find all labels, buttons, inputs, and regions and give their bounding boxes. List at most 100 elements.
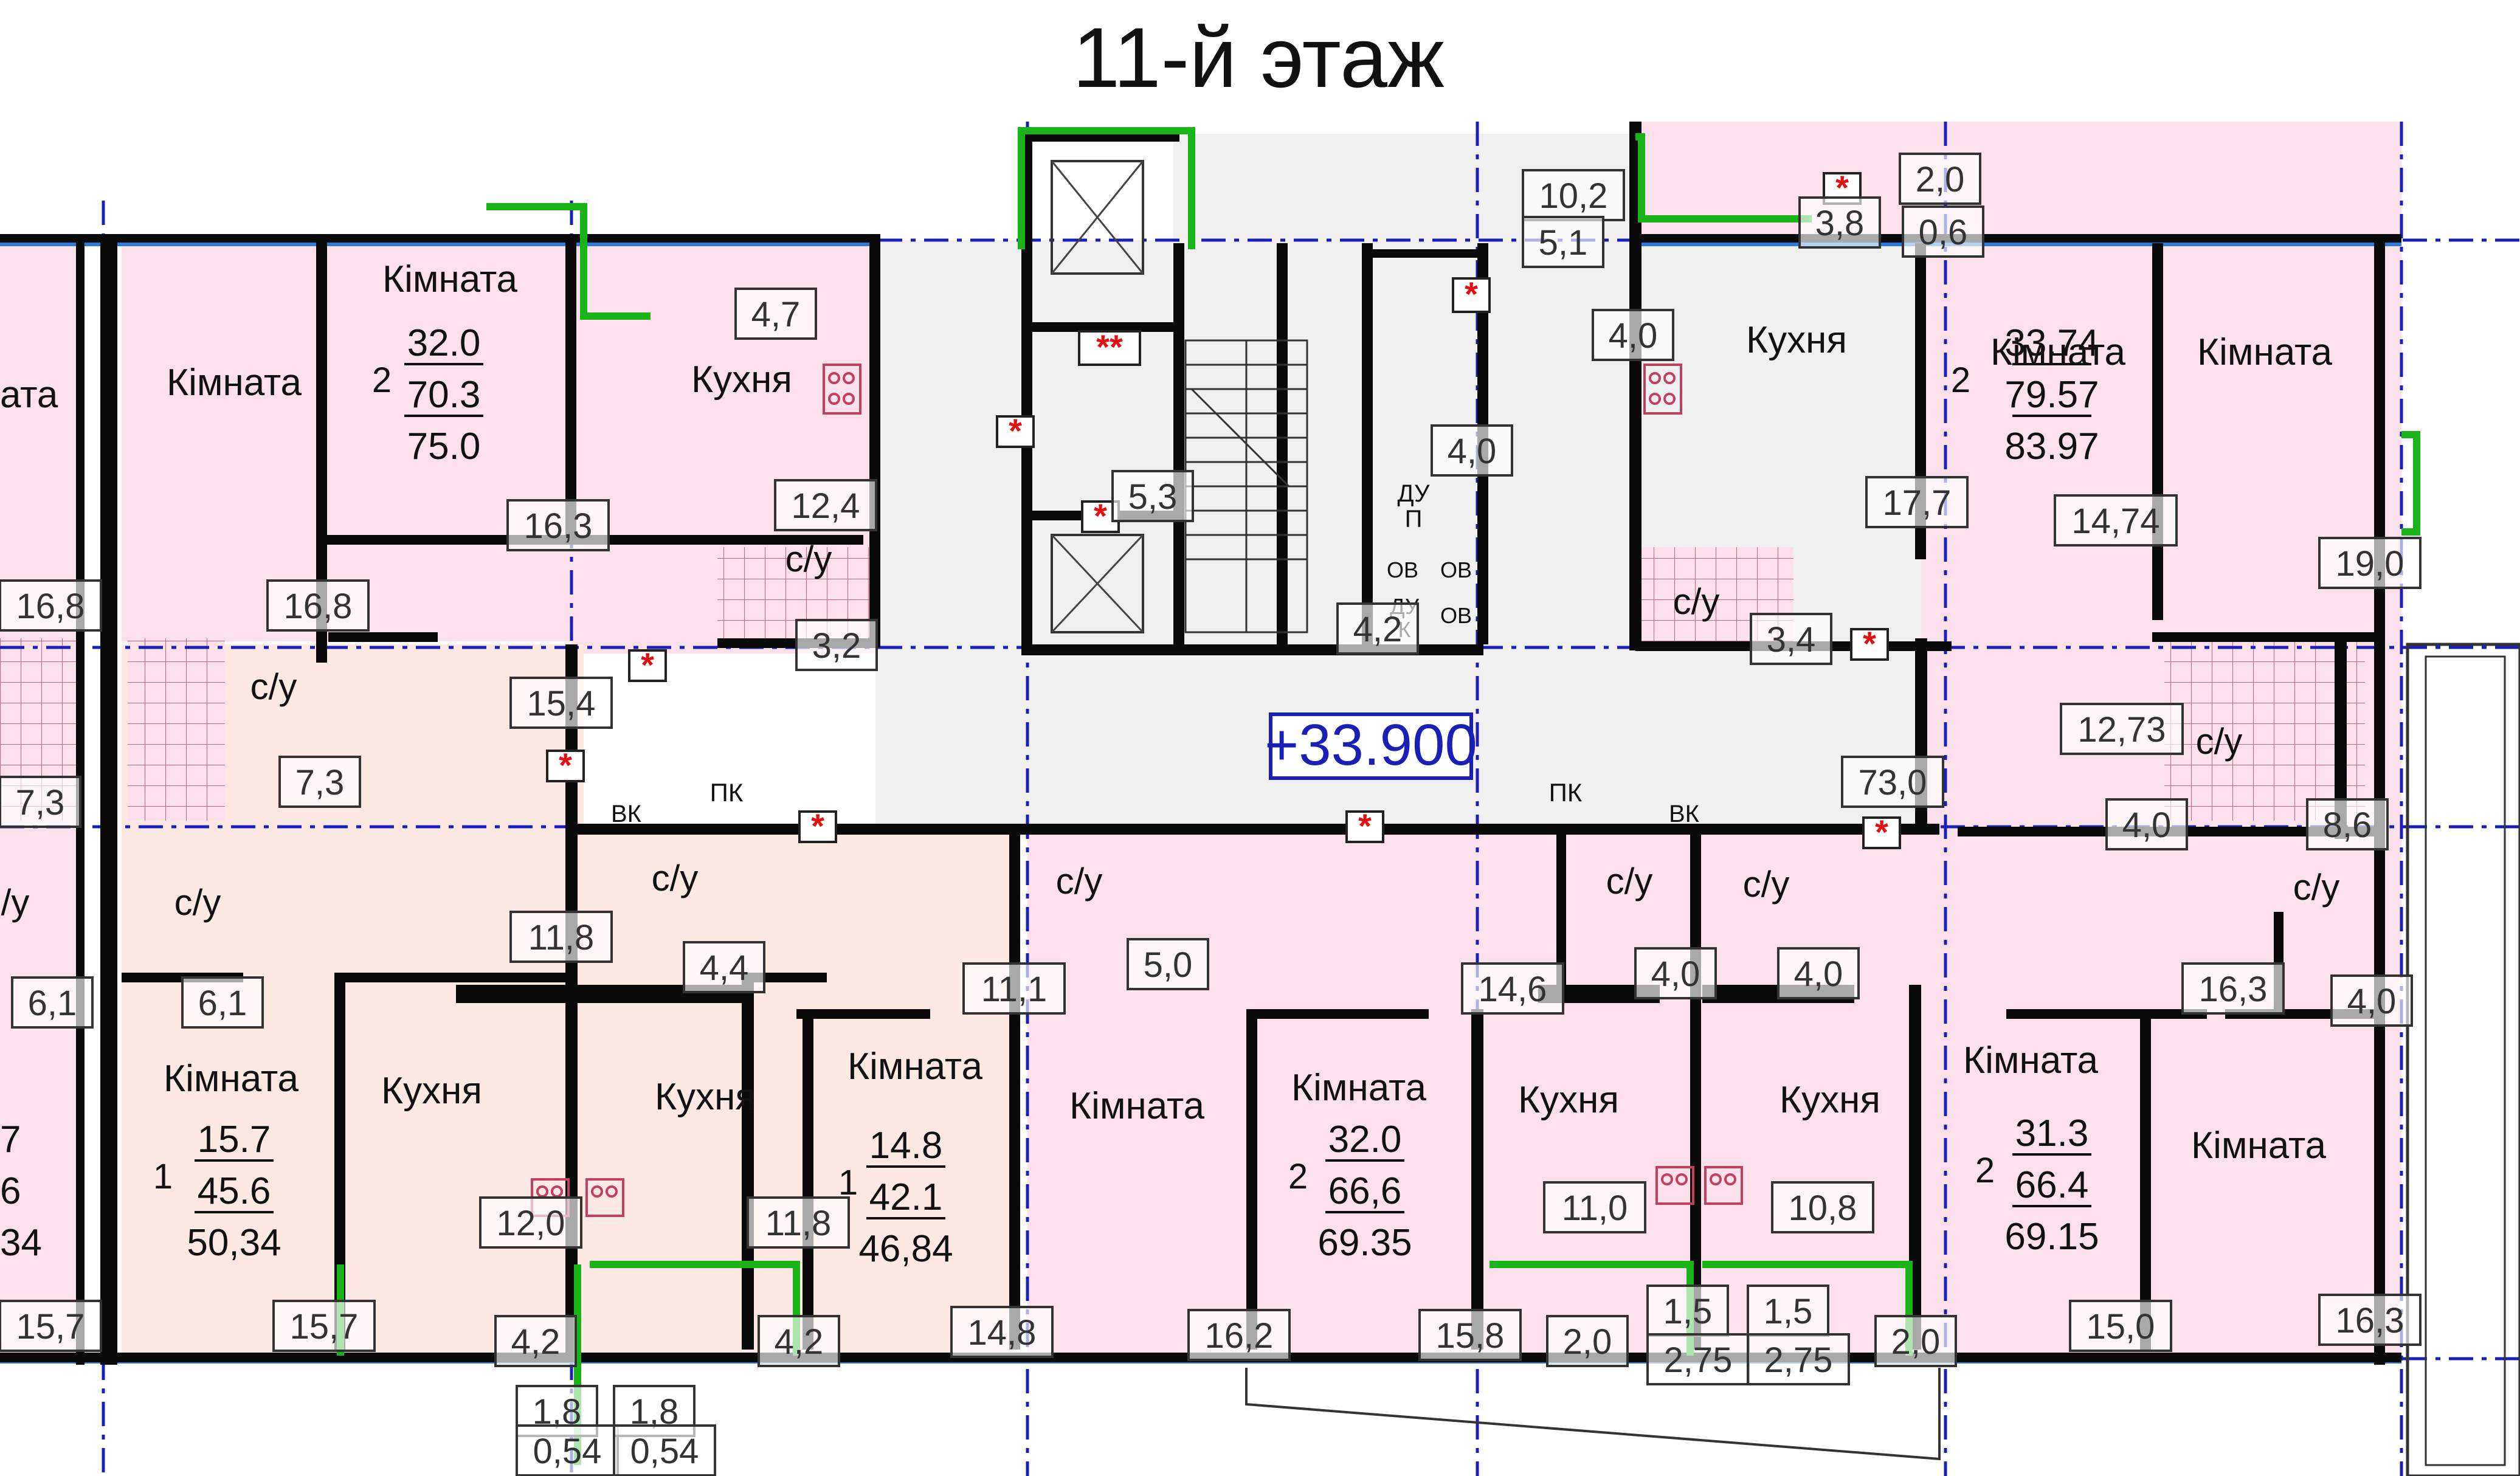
room-label: Кімната <box>2191 1125 2327 1167</box>
pk-label: ПК <box>710 778 744 807</box>
room-label: Кімната <box>167 362 302 404</box>
area-tag: 3,4 <box>1750 613 1832 665</box>
svg-text:*: * <box>1465 275 1478 313</box>
apartment-total-area: 79.57 <box>2004 374 2099 416</box>
area-tag: 3,8 <box>1798 196 1881 249</box>
area-tag: 2,75 <box>1747 1333 1850 1385</box>
area-tag: 5,1 <box>1522 216 1604 268</box>
apartment-room-count: 1 <box>153 1157 173 1196</box>
area-tag-value: 12,4 <box>792 486 860 526</box>
area-tag-value: 11,0 <box>1562 1188 1628 1228</box>
area-tag: 12,73 <box>2060 703 2184 755</box>
apartment-living-area: 32.0 <box>407 322 481 364</box>
area-tag-value: 4,0 <box>1609 316 1658 356</box>
area-tag-value: 16,8 <box>284 587 353 626</box>
wc-label: с/у <box>174 882 221 923</box>
room-label: Кімната <box>2197 331 2333 373</box>
area-tag: 10,2 <box>1522 169 1625 221</box>
room-label-left-edge: ата <box>0 374 58 416</box>
area-tag: 4,4 <box>683 941 765 993</box>
area-tag: 4,2 <box>494 1315 577 1367</box>
kitchen-label: Кухня <box>655 1076 756 1118</box>
area-tag-value: 15,7 <box>16 1307 85 1347</box>
area-tag: 4,2 <box>758 1315 840 1367</box>
apartment-total-area: 66.4 <box>2015 1164 2089 1206</box>
area-tag: 15,4 <box>509 677 613 729</box>
area-tag: 4,7 <box>734 288 817 340</box>
area-tag-value: 14,74 <box>2071 502 2159 541</box>
stairs <box>1184 339 1308 633</box>
area-tag-value: 16,2 <box>1205 1316 1274 1356</box>
area-tag: 12,4 <box>774 479 877 531</box>
svg-text:**: ** <box>1096 328 1123 366</box>
area-tag-value: 4,2 <box>511 1322 561 1362</box>
area-tag-value: 14,8 <box>968 1313 1037 1353</box>
area-tag-value: 2,0 <box>1891 1322 1941 1362</box>
area-tag: 8,6 <box>2306 798 2389 850</box>
area-tag: 11,1 <box>962 962 1066 1015</box>
ov-label: ОВ <box>1440 557 1472 582</box>
wc-label: с/у <box>2293 867 2340 908</box>
wc-label: с/у <box>785 539 832 579</box>
svg-text:*: * <box>559 746 572 784</box>
area-tag-value: 12,73 <box>2077 710 2166 750</box>
apartment-total-with-balcony: 46,84 <box>858 1228 953 1270</box>
area-tag-value: 15,0 <box>2087 1307 2155 1347</box>
area-tag-value: 4,0 <box>1651 954 1700 994</box>
svg-text:*: * <box>811 807 824 845</box>
area-tag-value: 2,75 <box>1664 1340 1733 1380</box>
area-tag-value: 10,2 <box>1539 176 1608 216</box>
area-tag: 73,0 <box>1841 756 1944 808</box>
wc-label: с/у <box>1606 861 1653 902</box>
area-tag-value: 2,75 <box>1764 1340 1833 1380</box>
area-tag-value: 12,0 <box>497 1204 565 1243</box>
apartment-living-area: 15.7 <box>198 1119 271 1160</box>
apartment-room-count: 2 <box>1951 360 1970 400</box>
area-tag: 16,8 <box>266 579 370 632</box>
area-tag-value: 73,0 <box>1859 763 1927 802</box>
area-tag: 14,74 <box>2054 494 2178 547</box>
area-tag: 16,3 <box>2318 1294 2422 1346</box>
area-tag: 2,75 <box>1646 1333 1750 1385</box>
kitchen-label: Кухня <box>691 359 792 401</box>
area-tag: 6,1 <box>181 976 264 1029</box>
area-tag-value: 4,0 <box>2347 982 2397 1021</box>
area-tag-value: 1,5 <box>1663 1292 1713 1331</box>
elevator-shafts <box>1051 160 1144 633</box>
level-mark-text: +33.900 <box>1265 712 1477 778</box>
apt-top-left-fill <box>122 240 571 641</box>
balcony-bottom-outline <box>1245 1368 1941 1461</box>
apartment-room-count: 2 <box>1288 1157 1308 1196</box>
wc-label: с/у <box>1673 581 1720 622</box>
area-tag: 15,8 <box>1418 1309 1522 1361</box>
area-tag-value: 16,8 <box>16 587 85 626</box>
apartment-total-with-balcony: 75.0 <box>407 426 481 467</box>
kitchen-label: Кухня <box>1746 319 1847 361</box>
area-tag: 14,6 <box>1461 962 1564 1015</box>
area-tag-value: 3,8 <box>1815 204 1865 243</box>
apartment-room-count: 2 <box>1975 1151 1995 1190</box>
apartment-total-with-balcony: 69.15 <box>2004 1216 2099 1258</box>
apt-bottom-right-fill <box>1921 827 2401 1362</box>
area-tag-value: 11,1 <box>981 970 1048 1009</box>
du-p-label: ДУ <box>1398 480 1431 507</box>
area-tag: 0,54 <box>516 1424 619 1476</box>
kitchen-label: Кухня <box>1780 1079 1880 1121</box>
area-tag: 11,8 <box>747 1196 850 1249</box>
wc-label: с/у <box>250 666 297 707</box>
area-tag: 15,7 <box>0 1300 102 1352</box>
kitchen-label: Кухня <box>381 1070 482 1112</box>
svg-text:*: * <box>1875 813 1888 851</box>
pk-label: ПК <box>1549 778 1583 807</box>
area-tag-value: 5,0 <box>1144 945 1193 985</box>
area-tag: 16,8 <box>0 579 102 632</box>
area-tag-value: 15,4 <box>527 684 596 723</box>
area-tag-value: 6,1 <box>198 984 247 1023</box>
area-tag: 4,0 <box>1431 424 1513 477</box>
area-tag: 4,2 <box>1336 602 1419 655</box>
area-tag-value: 2,0 <box>1916 160 1965 199</box>
area-tag-value: 15,8 <box>1436 1316 1505 1356</box>
area-tag: 1,5 <box>1646 1285 1729 1337</box>
